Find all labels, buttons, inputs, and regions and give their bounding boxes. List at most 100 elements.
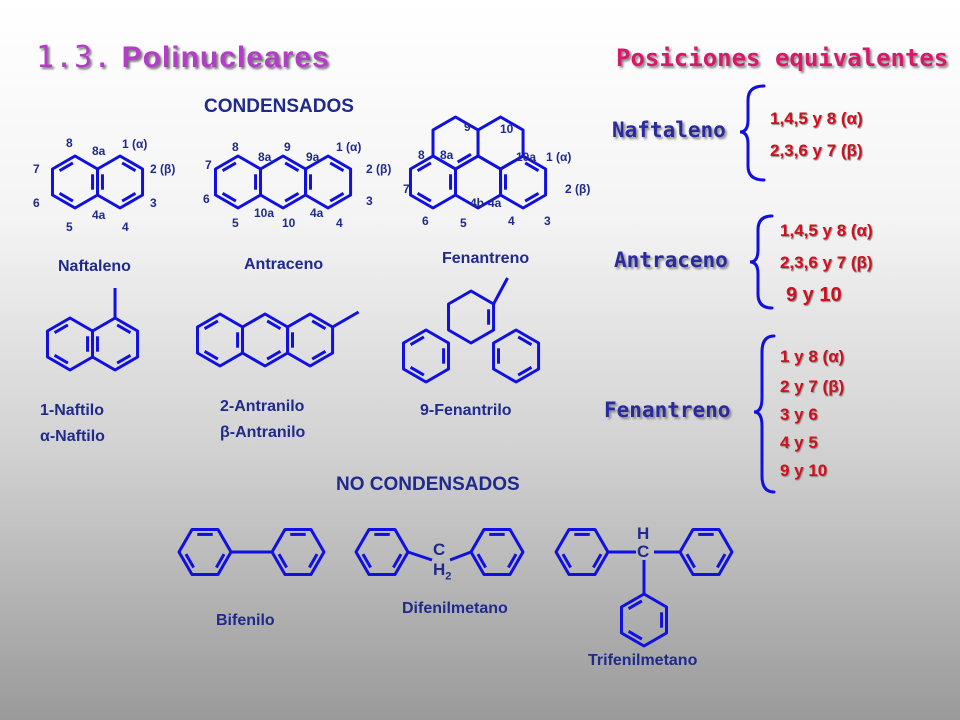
double-bond <box>392 553 403 569</box>
pos-label: 1 (α) <box>546 150 572 164</box>
substituent-bond <box>331 310 360 329</box>
double-bond <box>507 553 518 569</box>
double-bond <box>53 323 69 334</box>
double-bond <box>53 354 69 365</box>
equiv-fenantreno-4: 4 y 5 <box>780 433 818 452</box>
double-bond <box>203 350 219 361</box>
double-bond <box>592 553 603 569</box>
double-bond <box>685 553 696 569</box>
pos-label: 3 <box>150 196 157 210</box>
double-bond <box>416 161 432 172</box>
double-bond <box>58 192 74 203</box>
pos-label: 9a <box>306 150 320 164</box>
double-bond <box>116 323 132 334</box>
pos-label: 9 <box>464 120 471 134</box>
equiv-antraceno-9-10: 9 y 10 <box>786 284 842 306</box>
equiv-compound-antraceno: Antraceno <box>614 248 728 272</box>
equiv-fenantreno-3: 3 y 6 <box>780 405 818 424</box>
naftaleno-ring-right <box>96 154 145 210</box>
pos-label: 4 <box>508 214 515 228</box>
pos-label: 8a <box>92 144 106 158</box>
label-beta-antranilo: β-Antranilo <box>220 424 306 441</box>
trifenil-ring-left <box>554 527 610 577</box>
atom-h-trifenil: H <box>637 524 650 543</box>
label-fenantreno: Fenantreno <box>442 250 530 267</box>
trifenil-ring-bottom <box>619 592 669 648</box>
double-bond <box>409 366 425 377</box>
pos-label: 8a <box>440 148 454 162</box>
label-9-fenantrilo: 9-Fenantrilo <box>420 402 512 419</box>
double-bond <box>308 553 319 569</box>
double-bond <box>716 553 727 569</box>
double-bond <box>524 161 540 172</box>
subtitle: Posiciones equivalentes <box>616 44 949 72</box>
double-bond <box>627 599 643 610</box>
pos-label: 2 (β) <box>565 182 591 196</box>
equiv-compound-fenantreno: Fenantreno <box>604 398 731 422</box>
fenantrilo-ring-left <box>401 328 451 384</box>
ch2-bond <box>449 550 472 562</box>
fenantreno-ring-right <box>499 154 548 210</box>
page-title: 1.3. Polinucleares <box>36 40 330 75</box>
no-condensados-heading: NO CONDENSADOS <box>336 474 520 495</box>
equiv-naftaleno-alpha: 1,4,5 y 8 (α) <box>770 109 863 128</box>
label-naftaleno: Naftaleno <box>58 258 131 275</box>
label-alpha-naftilo: α-Naftilo <box>40 428 105 445</box>
naftilo-ring-right <box>91 316 140 372</box>
pos-label: 10a <box>254 206 275 220</box>
double-bond <box>284 161 300 172</box>
double-bond <box>116 354 132 365</box>
ch2-bond <box>407 550 433 562</box>
double-bond <box>561 553 572 569</box>
double-bond <box>266 350 282 361</box>
double-bond <box>221 192 237 203</box>
atom-h2-difenil: H2 <box>433 560 451 582</box>
pos-label: 8a <box>258 150 272 164</box>
equiv-antraceno-beta: 2,3,6 y 7 (β) <box>780 253 873 272</box>
pos-label: 8 <box>66 136 73 150</box>
equiv-antraceno-alpha: 1,4,5 y 8 (α) <box>780 221 873 240</box>
pos-label: 4a <box>488 196 502 210</box>
equiv-compound-naftaleno: Naftaleno <box>612 118 726 142</box>
equiv-fenantreno-1: 1 y 8 (α) <box>780 347 845 366</box>
double-bond <box>311 350 327 361</box>
label-trifenilmetano: Trifenilmetano <box>588 652 698 669</box>
double-bond <box>221 161 237 172</box>
double-bond <box>215 553 226 569</box>
brace-antraceno <box>749 214 774 310</box>
double-bond <box>184 553 195 569</box>
double-bond <box>277 553 288 569</box>
subscript-2: 2 <box>445 570 452 583</box>
double-bond <box>517 335 533 346</box>
pos-label: 8 <box>418 148 425 162</box>
double-bond <box>409 335 425 346</box>
pos-label: 7 <box>33 162 40 176</box>
pos-label: 9 <box>284 140 291 154</box>
label-difenilmetano: Difenilmetano <box>402 600 508 617</box>
pos-label: 7 <box>403 182 410 196</box>
double-bond <box>627 630 643 641</box>
double-bond <box>329 161 345 172</box>
pos-label: 4b <box>470 196 485 210</box>
pos-label: 2 (β) <box>150 162 176 176</box>
pos-label: 10 <box>500 122 514 136</box>
pos-label: 6 <box>33 196 40 210</box>
double-bond <box>329 192 345 203</box>
double-bond <box>456 153 472 164</box>
antraceno-ring-right <box>304 154 353 210</box>
pos-label: 8 <box>232 140 239 154</box>
fenantrilo-ring-right <box>492 328 541 384</box>
label-2-antranilo: 2-Antranilo <box>220 398 305 415</box>
double-bond <box>121 192 137 203</box>
double-bond <box>361 553 372 569</box>
title-number: 1.3. <box>36 40 113 75</box>
double-bond <box>266 319 282 330</box>
pos-label: 6 <box>422 214 429 228</box>
atom-c-difenil: C <box>433 540 446 559</box>
brace-naftaleno <box>739 84 766 182</box>
pos-label: 5 <box>66 220 73 234</box>
atom-h: H <box>433 560 446 579</box>
double-bond <box>524 192 540 203</box>
substituent-bond <box>492 277 509 305</box>
